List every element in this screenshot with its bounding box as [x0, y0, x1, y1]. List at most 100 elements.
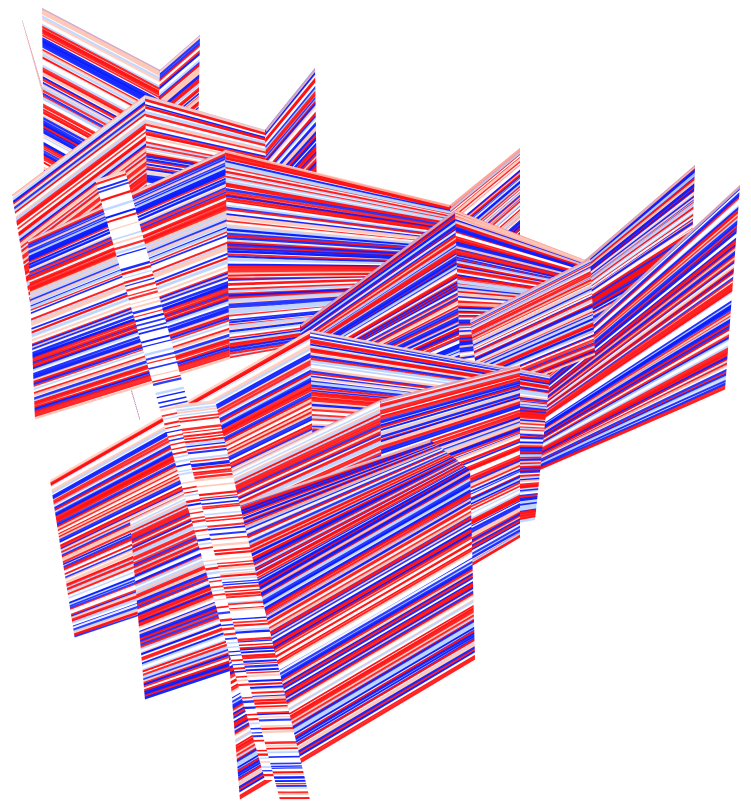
seismic-trace — [265, 74, 318, 204]
seismic-trace — [28, 342, 230, 420]
seismic-trace — [380, 365, 520, 414]
seismic-trace — [380, 367, 520, 423]
seismic-trace — [42, 56, 160, 154]
seismic-trace — [249, 796, 310, 800]
seismic-trace — [450, 148, 520, 256]
seismic-trace — [225, 599, 475, 777]
seismic-trace — [225, 569, 475, 747]
seismic-trace — [145, 129, 270, 170]
seismic-trace — [450, 150, 520, 261]
seismic-trace — [225, 634, 475, 800]
seismic-trace — [455, 211, 590, 279]
seismic-panel — [225, 150, 455, 360]
seismic-trace — [310, 343, 550, 394]
seismic-trace — [585, 191, 695, 311]
seismic-trace — [28, 340, 230, 420]
seismic-trace — [470, 320, 595, 397]
seismic-trace — [455, 227, 590, 284]
seismic-trace — [450, 159, 520, 271]
seismic-trace — [225, 593, 475, 771]
seismic-trace — [310, 358, 550, 402]
seismic-trace — [585, 214, 695, 322]
seismic-trace — [12, 110, 150, 256]
seismic-trace — [12, 100, 150, 246]
seismic-trace — [225, 604, 475, 784]
seismic-trace — [145, 103, 270, 153]
seismic-trace — [540, 373, 740, 470]
seismic-trace — [470, 326, 595, 400]
seismic-trace — [300, 263, 460, 388]
seismic-trace — [470, 260, 595, 352]
seismic-trace — [130, 400, 385, 547]
seismic-trace — [28, 302, 230, 392]
seismic-trace — [310, 350, 550, 398]
seismic-trace — [380, 384, 520, 448]
seismic-trace — [225, 591, 475, 769]
seismic-trace — [28, 254, 230, 353]
seismic-trace — [150, 50, 200, 138]
seismic-trace — [380, 392, 520, 460]
seismic-trace — [12, 95, 150, 237]
seismic-trace — [455, 272, 590, 302]
seismic-trace — [225, 567, 475, 745]
seismic-trace — [145, 95, 270, 147]
seismic-trace — [28, 259, 230, 357]
seismic-trace — [28, 329, 230, 414]
seismic-trace — [300, 257, 460, 386]
seismic-trace — [225, 559, 475, 737]
seismic-trace — [28, 261, 230, 359]
seismic-trace — [28, 290, 230, 383]
seismic-trace — [380, 399, 520, 470]
seismic-trace — [585, 165, 695, 290]
seismic-trace — [145, 124, 270, 167]
seismic-trace — [42, 81, 160, 178]
seismic-trace — [42, 8, 160, 104]
seismic-trace — [225, 553, 475, 731]
seismic-trace — [150, 56, 200, 143]
seismic-trace — [450, 164, 520, 275]
seismic-trace — [145, 127, 270, 168]
seismic-trace — [380, 387, 520, 452]
seismic-trace — [42, 70, 160, 167]
seismic-trace — [130, 405, 385, 553]
seismic-trace — [225, 549, 475, 727]
seismic-trace — [130, 403, 385, 551]
seismic-trace — [145, 116, 270, 161]
seismic-trace — [470, 325, 595, 400]
seismic-trace — [455, 224, 590, 284]
seismic-trace — [42, 46, 160, 142]
seismic-trace — [150, 39, 200, 127]
seismic-trace — [42, 73, 160, 170]
seismic-trace — [455, 280, 590, 306]
seismic-trace — [42, 40, 160, 137]
seismic-trace — [28, 295, 230, 386]
seismic-trace — [225, 637, 475, 800]
seismic-trace — [450, 148, 520, 237]
seismic-trace — [300, 252, 460, 383]
seismic-trace — [380, 365, 520, 419]
seismic-trace — [28, 263, 230, 361]
seismic-trace — [225, 597, 475, 775]
seismic-trace — [470, 275, 595, 363]
seismic-trace — [12, 98, 150, 244]
seismic-trace — [28, 293, 230, 385]
seismic-trace — [247, 790, 310, 794]
seismic-trace — [300, 286, 460, 401]
seismic-trace — [28, 315, 230, 403]
seismic-trace — [470, 258, 595, 346]
seismic-trace — [225, 589, 475, 767]
seismic-trace — [145, 140, 270, 177]
seismic-trace — [28, 311, 230, 399]
seismic-trace — [150, 35, 200, 103]
seismic-trace — [265, 81, 318, 209]
seismic-trace — [585, 174, 695, 303]
seismic-trace — [150, 35, 200, 106]
seismic-trace — [145, 105, 270, 155]
seismic-trace — [450, 148, 520, 248]
seismic-trace — [450, 148, 520, 238]
seismic-trace — [28, 274, 230, 370]
seismic-trace — [265, 68, 318, 181]
seismic-trace — [28, 304, 230, 394]
seismic-trace — [145, 95, 270, 145]
seismic-trace — [150, 47, 200, 135]
